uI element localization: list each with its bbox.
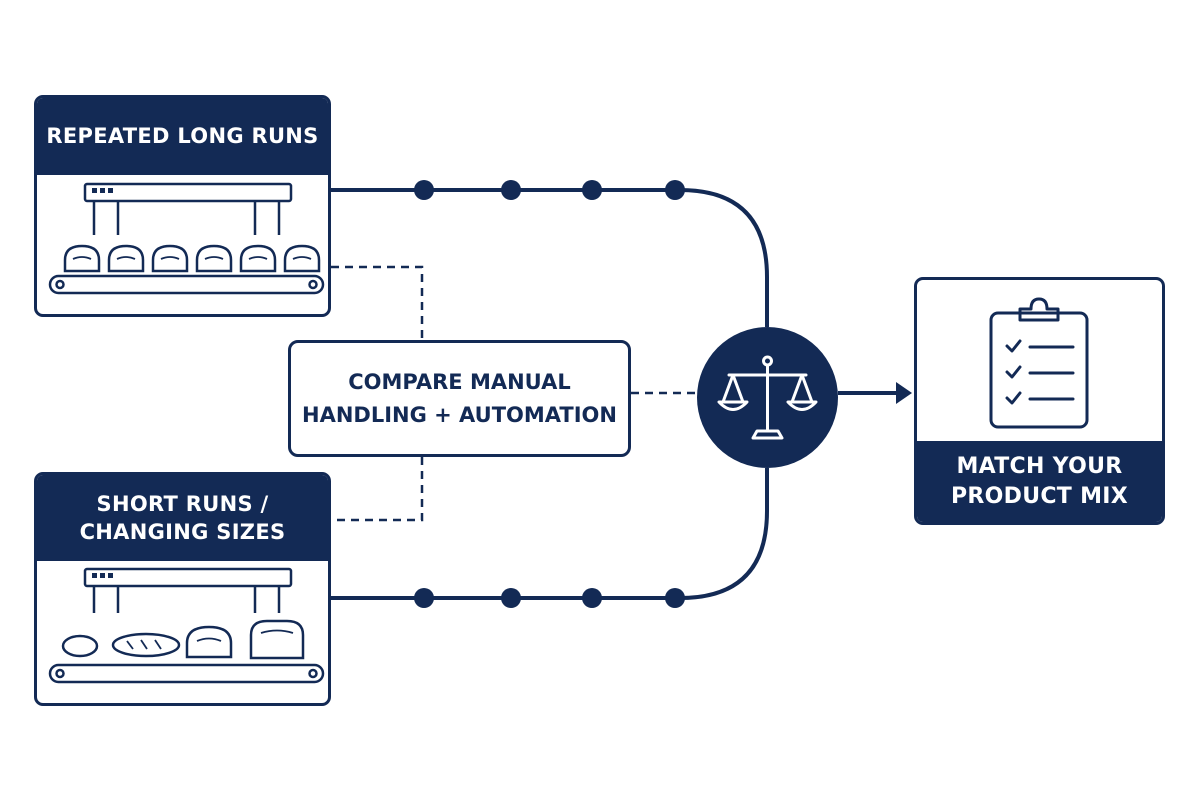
dashed-link-top [331, 265, 424, 340]
bottom-flow-nodes [414, 588, 685, 608]
flow-node [582, 180, 602, 200]
conveyor-mixed-loaves-icon [37, 561, 328, 703]
result-title: MATCH YOUR PRODUCT MIX [917, 441, 1162, 522]
top-flow-nodes [414, 180, 685, 200]
flow-node [501, 588, 521, 608]
short-runs-title: SHORT RUNS / CHANGING SIZES [37, 475, 328, 561]
short-runs-card: SHORT RUNS / CHANGING SIZES [34, 472, 331, 706]
dashed-link-bottom [331, 457, 424, 522]
flow-node [665, 588, 685, 608]
flow-node [582, 588, 602, 608]
long-runs-title: REPEATED LONG RUNS [37, 98, 328, 175]
bottom-flow-line [331, 468, 769, 600]
compare-box: COMPARE MANUAL HANDLING + AUTOMATION [288, 340, 631, 457]
top-flow-line [331, 188, 769, 327]
flow-node [501, 180, 521, 200]
clipboard-checklist-icon [917, 280, 1162, 441]
result-arrow-head [896, 382, 912, 404]
flow-node [414, 588, 434, 608]
balance-scale-icon [697, 327, 838, 468]
result-card: MATCH YOUR PRODUCT MIX [914, 277, 1165, 525]
flow-node [414, 180, 434, 200]
conveyor-uniform-loaves-icon [37, 175, 328, 314]
long-runs-card: REPEATED LONG RUNS [34, 95, 331, 317]
flow-node [665, 180, 685, 200]
